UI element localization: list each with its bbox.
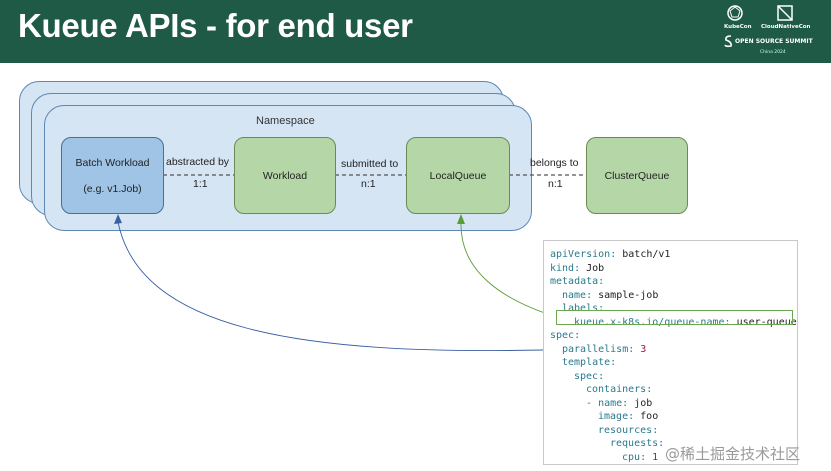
slide-title: Kueue APIs - for end user [18,7,413,44]
workload-label: Workload [262,169,308,182]
batch-workload-node: Batch Workload (e.g. v1.Job) [61,137,164,214]
yaml-line: metadata: [550,276,605,287]
arrowhead-batch [114,214,122,224]
yaml-line: labels: [562,303,605,314]
local-queue-node: LocalQueue [406,137,510,214]
edge3-ratio: n:1 [548,178,563,190]
yaml-line: resources: [598,424,659,436]
watermark: @稀土掘金技术社区 [665,445,801,463]
yaml-line: spec: [574,370,605,382]
oss-icon [724,35,732,48]
yaml-line: image: foo [598,411,659,422]
oss-logo-text: OPEN SOURCE SUMMIT [735,38,813,45]
yaml-line: name: sample-job [562,289,659,301]
slide-header: Kueue APIs - for end user KubeCon CloudN… [0,0,831,63]
kubecon-icon [727,5,743,21]
cluster-queue-node: ClusterQueue [586,137,688,214]
yaml-line-queue-name: kueue.x-k8s.io/queue-name: user-queue [574,316,797,328]
edge2-ratio: n:1 [361,178,376,190]
conference-logos: KubeCon CloudNativeCon OPEN SOURCE SUMMI… [718,2,828,60]
yaml-line: spec: [550,330,581,341]
workload-node: Workload [234,137,336,214]
edge3-label: belongs to [530,157,579,169]
yaml-line: cpu: 1 [622,451,659,463]
edge1-ratio: 1:1 [193,178,208,190]
kubecon-logo-text: KubeCon [724,24,752,30]
arrow-spec-to-batch [117,221,544,352]
yaml-line: - name: job [586,397,653,409]
namespace-label: Namespace [256,115,315,127]
arrow-label-to-localqueue [460,222,561,319]
batch-workload-example: (e.g. v1.Job) [83,182,142,195]
event-label: China 2024 [760,50,786,55]
yaml-line: apiVersion: batch/v1 [550,249,671,260]
edge1-label: abstracted by [166,156,230,168]
queue-name-highlight [556,310,793,325]
edge2-label: submitted to [341,158,399,170]
yaml-line: template: [562,357,617,368]
yaml-line: requests: [610,438,665,449]
yaml-code-block: apiVersion: batch/v1 kind: Job metadata:… [543,240,798,465]
yaml-line: parallelism: 3 [562,343,647,355]
yaml-line: containers: [586,384,653,395]
cluster-queue-label: ClusterQueue [604,169,670,182]
batch-workload-title: Batch Workload [75,156,150,169]
yaml-line: kind: Job [550,262,605,274]
arrowhead-localqueue [457,214,465,224]
cloudnativecon-icon [777,5,793,21]
cloudnativecon-logo-text: CloudNativeCon [761,24,811,30]
local-queue-label: LocalQueue [429,169,487,182]
